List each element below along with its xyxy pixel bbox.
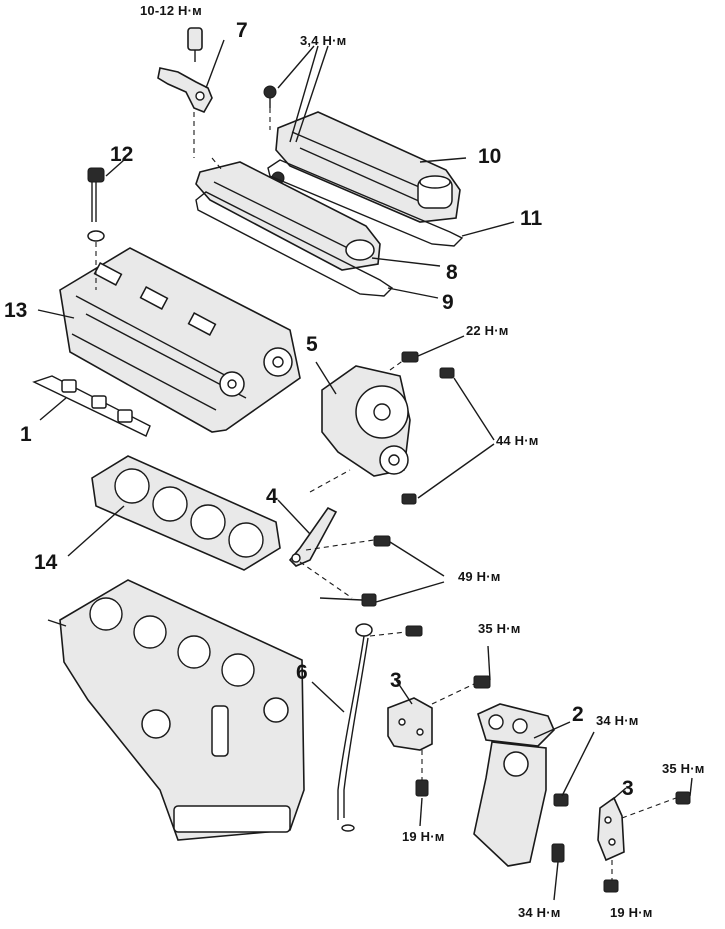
part-5-water-pump: [315, 351, 455, 505]
part-1-gasket-strip: [32, 375, 151, 437]
part-number-11: 11: [520, 207, 543, 230]
torque-label-49: 49 Н·м: [458, 569, 501, 584]
torque-label-19-left: 19 Н·м: [402, 829, 445, 844]
torque-label-34-bottom: 34 Н·м: [518, 905, 561, 920]
engine-block: [47, 579, 305, 841]
part-2-housing: [473, 703, 569, 867]
part-number-4: 4: [266, 485, 278, 508]
part-13-cylinder-head: [59, 242, 301, 433]
part-11-cover-gasket: [267, 159, 464, 247]
part-12-head-bolt: [87, 159, 125, 242]
part-number-13: 13: [4, 299, 28, 322]
part-number-1: 1: [20, 423, 32, 446]
torque-label-35-left: 35 Н·м: [478, 621, 521, 636]
part-number-5: 5: [306, 333, 318, 356]
part-number-14: 14: [34, 551, 58, 574]
torque-label-34-top: 34 Н·м: [596, 713, 639, 728]
torque-label-35-right: 35 Н·м: [662, 761, 705, 776]
part-number-7: 7: [236, 19, 248, 42]
part-number-3-right: 3: [622, 777, 634, 800]
part-3-mount-bracket-right: [597, 791, 691, 893]
torque-label-3-4: 3,4 Н·м: [300, 33, 347, 48]
part-14-head-gasket: [91, 455, 281, 571]
part-8-rocker-cover: [195, 157, 381, 271]
torque-label-22: 22 Н·м: [466, 323, 509, 338]
part-6-dipstick-tube: [337, 623, 423, 832]
torque-label-44: 44 Н·м: [496, 433, 539, 448]
part-4-bracket: [288, 469, 391, 607]
part-number-6: 6: [296, 661, 308, 684]
part-9-gasket: [195, 191, 394, 297]
part-number-10: 10: [478, 145, 502, 168]
part-3-mount-bracket-left: [387, 675, 491, 797]
part-number-3-left: 3: [390, 669, 402, 692]
part-number-2: 2: [572, 703, 584, 726]
part-number-9: 9: [442, 291, 454, 314]
part-10-valve-cover: [263, 85, 467, 223]
torque-label-19-right: 19 Н·м: [610, 905, 653, 920]
part-number-12: 12: [110, 143, 134, 166]
torque-label-10-12: 10-12 Н·м: [140, 3, 202, 18]
part-7-sensor-bracket: [157, 27, 225, 158]
part-number-8: 8: [446, 261, 458, 284]
